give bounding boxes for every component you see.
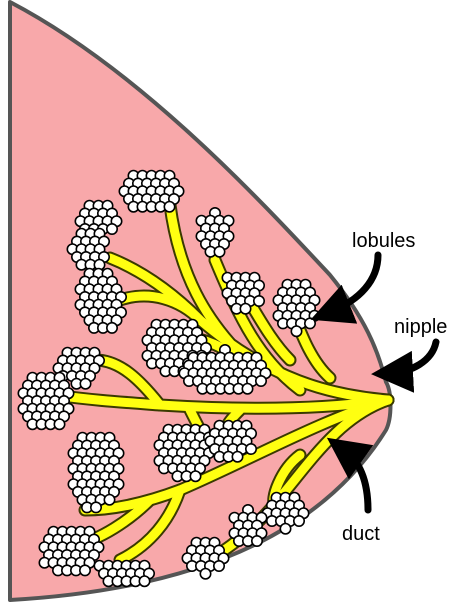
lobule-cluster <box>94 561 154 587</box>
lobule-cell <box>80 565 90 575</box>
lobule-cell <box>252 536 262 546</box>
lobule-cell <box>107 224 117 234</box>
lobule-cell <box>246 444 256 454</box>
lobule-cell <box>164 202 174 212</box>
lobule-cell <box>305 318 315 328</box>
lobule-cell <box>80 379 90 389</box>
lobule-cell <box>214 561 224 571</box>
nipple-arrow <box>392 342 436 373</box>
lobule-cluster <box>273 280 319 337</box>
lobule-cell <box>254 296 264 306</box>
lobule-cell <box>54 419 64 429</box>
lobules-label: lobules <box>352 230 415 252</box>
lobule-cluster <box>18 373 73 430</box>
lobule-cell <box>200 569 210 579</box>
lobule-cell <box>91 502 101 512</box>
lobule-cell <box>139 576 149 586</box>
lobule-cluster <box>68 433 123 513</box>
lobule-cell <box>190 471 200 481</box>
lobule-cell <box>242 384 252 394</box>
lobule-cell <box>107 323 117 333</box>
nipple-label: nipple <box>394 316 447 338</box>
lobule-cell <box>214 247 224 257</box>
lobule-cluster <box>119 171 183 212</box>
lobule-cell <box>104 495 114 505</box>
lobule-cell <box>256 376 266 386</box>
duct-label: duct <box>342 523 380 545</box>
lobule-cell <box>232 452 242 462</box>
lobule-cell <box>280 524 290 534</box>
lobule-cell <box>240 304 250 314</box>
lobule-cell <box>291 326 301 336</box>
lobule-cell <box>294 516 304 526</box>
